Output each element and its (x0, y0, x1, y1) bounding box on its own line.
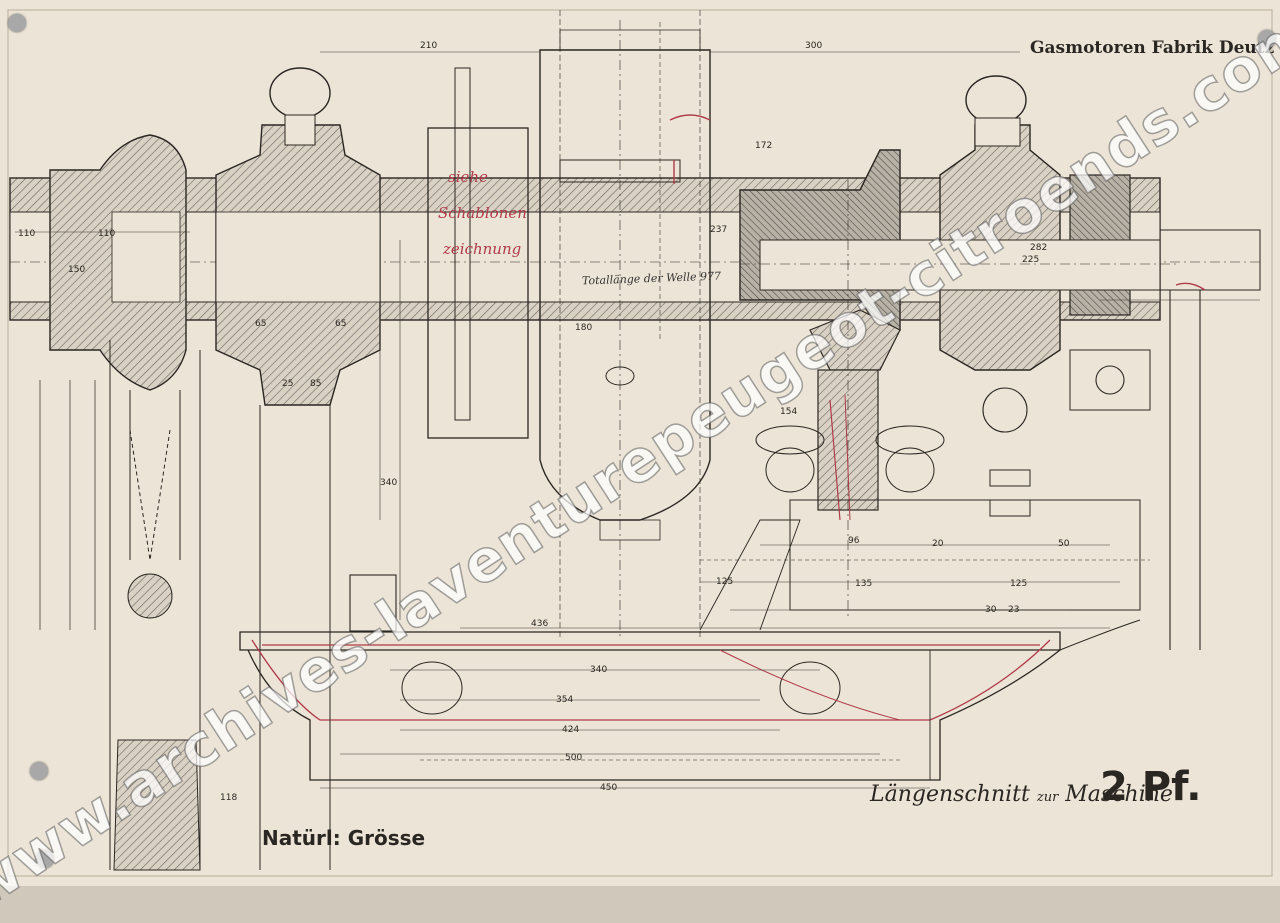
svg-text:135: 135 (855, 579, 872, 589)
svg-text:300: 300 (805, 41, 822, 51)
svg-text:118: 118 (220, 793, 237, 803)
technical-drawing: 210 300 110 110 436 340 354 424 500 450 … (7, 9, 1273, 877)
svg-text:500: 500 (565, 753, 582, 763)
svg-text:65: 65 (335, 319, 346, 329)
svg-text:20: 20 (932, 539, 944, 549)
scale-label: Natürl: Grösse (262, 826, 426, 850)
handwritten-note: siehe (448, 168, 488, 186)
svg-text:85: 85 (310, 379, 321, 389)
svg-text:210: 210 (420, 41, 437, 51)
svg-text:23: 23 (1008, 605, 1019, 615)
section-title: Längenschnitt zur Maschine (870, 782, 1173, 807)
svg-text:225: 225 (1022, 255, 1039, 265)
pin-icon (8, 14, 26, 32)
svg-text:110: 110 (98, 229, 115, 239)
sheet-border (7, 9, 1273, 877)
svg-text:125: 125 (1010, 579, 1027, 589)
section-title-main: Längenschnitt (870, 782, 1030, 807)
svg-text:180: 180 (575, 323, 592, 333)
svg-text:172: 172 (755, 141, 772, 151)
svg-text:450: 450 (600, 783, 617, 793)
handwritten-note: zeichnung (443, 240, 522, 258)
section-title-connector: zur (1036, 790, 1059, 805)
svg-text:340: 340 (380, 478, 397, 488)
dimension-figures: 210 300 110 110 436 340 354 424 500 450 … (18, 41, 1070, 803)
central-housing (427, 10, 711, 640)
governor (699, 180, 1150, 631)
pin-icon (36, 850, 54, 868)
svg-text:237: 237 (710, 225, 727, 235)
section-title-object: Maschine (1065, 782, 1173, 807)
right-assembly (739, 75, 1261, 650)
base-frame (239, 574, 1141, 781)
svg-text:25: 25 (282, 379, 293, 389)
svg-text:30: 30 (985, 605, 997, 615)
pin-icon (1258, 30, 1276, 48)
svg-text:50: 50 (1058, 539, 1070, 549)
sheet-number: 2 Pf. (1100, 764, 1202, 810)
pin-icon (30, 762, 48, 780)
handwritten-note: Schablonen (438, 204, 527, 222)
svg-text:110: 110 (18, 229, 35, 239)
sheet-header: Gasmotoren Fabrik Deutz (1030, 38, 1275, 58)
svg-text:125: 125 (716, 577, 733, 587)
svg-text:340: 340 (590, 665, 607, 675)
svg-text:96: 96 (848, 536, 860, 546)
crank-webs (39, 340, 331, 871)
dimension-lines (15, 22, 1260, 789)
left-crank (49, 67, 381, 406)
svg-text:150: 150 (68, 265, 85, 275)
svg-text:436: 436 (531, 619, 548, 629)
svg-text:154: 154 (780, 407, 797, 417)
svg-text:354: 354 (556, 695, 573, 705)
svg-text:424: 424 (562, 725, 579, 735)
svg-text:282: 282 (1030, 243, 1047, 253)
svg-text:65: 65 (255, 319, 266, 329)
